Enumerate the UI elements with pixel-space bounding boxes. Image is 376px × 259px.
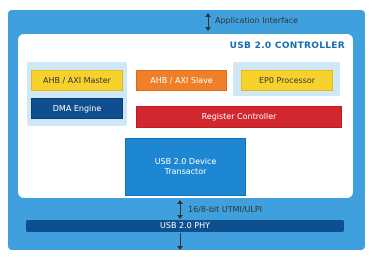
application-interface-arrow-line bbox=[208, 16, 209, 27]
phy-arrow-line bbox=[180, 233, 181, 247]
usb-device-transactor-line2: Transactor bbox=[164, 167, 207, 176]
usb-device-transactor-block: USB 2.0 Device Transactor bbox=[125, 138, 246, 196]
utmi-ulpi-arrow-down bbox=[177, 215, 183, 219]
utmi-ulpi-label: 16/8-bit UTMI/ULPI bbox=[188, 205, 263, 214]
phy-arrow-down bbox=[177, 246, 183, 250]
application-interface-arrow-up bbox=[205, 13, 211, 17]
dma-engine-block: DMA Engine bbox=[31, 98, 123, 119]
application-interface-arrow-down bbox=[205, 27, 211, 31]
ep0-processor-block: EP0 Processor bbox=[241, 70, 333, 91]
utmi-ulpi-arrow-up bbox=[177, 200, 183, 204]
ahb-axi-slave-block: AHB / AXI Slave bbox=[136, 70, 227, 91]
register-controller-block: Register Controller bbox=[136, 106, 342, 128]
application-interface-label: Application Interface bbox=[215, 16, 299, 25]
usb-phy-bar: USB 2.0 PHY bbox=[26, 220, 344, 232]
utmi-ulpi-arrow-line bbox=[180, 204, 181, 216]
ahb-axi-master-block: AHB / AXI Master bbox=[31, 70, 123, 91]
usb-device-transactor-line1: USB 2.0 Device bbox=[154, 157, 217, 167]
controller-title: USB 2.0 CONTROLLER bbox=[229, 41, 345, 51]
